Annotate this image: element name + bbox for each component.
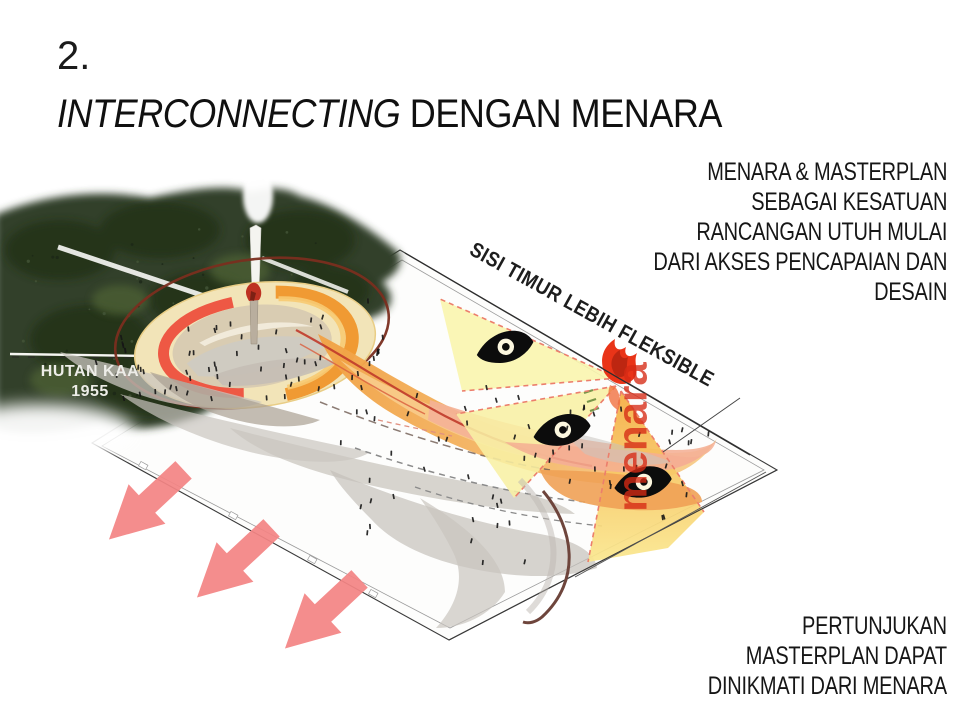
viewpoint-eye-icon	[614, 466, 672, 498]
flow-direction-arrow-icon	[284, 570, 368, 649]
flow-direction-arrow-icon	[108, 461, 192, 540]
label-tower-menara: menara	[608, 362, 656, 512]
edge-marker	[138, 460, 379, 599]
slide-title-italic: INTERCONNECTING	[57, 92, 401, 136]
site-edge-lines	[404, 252, 778, 641]
flow-direction-arrow-icon	[196, 519, 280, 598]
sight-lines-dashed	[439, 298, 705, 563]
survey-line	[9, 352, 153, 358]
viewpoint-eye-icon	[476, 330, 534, 364]
amphitheater	[133, 280, 377, 410]
slide-number: 2.	[57, 34, 91, 78]
crowd-ticks	[94, 298, 710, 566]
forest-trail	[261, 256, 349, 294]
view-cone-middle	[456, 386, 616, 498]
south-path-hook	[517, 477, 571, 625]
slide-title: INTERCONNECTING DENGAN MENARA	[57, 92, 722, 137]
annotation-top-right: MENARA & MASTERPLAN SEBAGAI KESATUAN RAN…	[653, 158, 947, 306]
flow-direction-arrows	[108, 461, 368, 649]
label-forest-hutan-kaa: HUTAN KAA 1955	[40, 363, 140, 400]
slide-title-regular: DENGAN MENARA	[400, 92, 723, 136]
annotation-bottom-right: PERTUNJUKAN MASTERPLAN DAPAT DINIKMATI D…	[707, 612, 947, 700]
central-statue	[245, 282, 262, 345]
